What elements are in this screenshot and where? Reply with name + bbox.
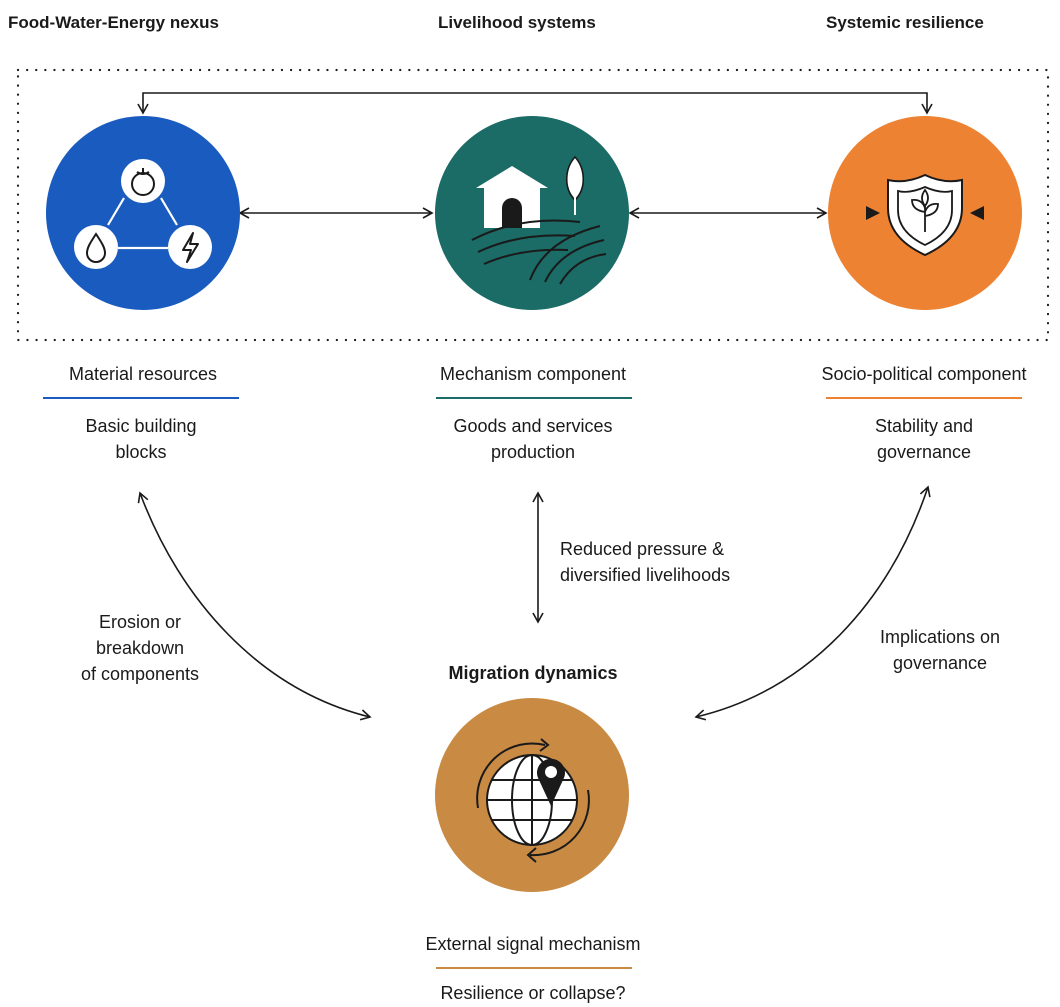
livelihood-circle — [435, 116, 629, 310]
top-connector-arrow — [137, 92, 933, 115]
resilience-circle — [828, 116, 1022, 310]
socio-rule — [826, 397, 1022, 399]
tree-icon — [565, 155, 585, 215]
lightning-icon — [168, 225, 212, 269]
left-link-line-3: of components — [80, 664, 200, 684]
socio-desc-line-2: governance — [876, 442, 972, 462]
migration-rule — [436, 967, 632, 969]
material-desc: Basic building blocks — [43, 413, 239, 465]
migration-title: Migration dynamics — [448, 663, 618, 683]
left-link-line-2: breakdown — [95, 638, 185, 658]
right-link-line-2: governance — [892, 653, 988, 673]
mechanism-title: Mechanism component — [439, 364, 627, 384]
dotted-frame — [16, 68, 1050, 342]
right-link-line-1: Implications on — [879, 627, 1001, 647]
right-curved-arrow — [694, 485, 931, 721]
material-rule — [43, 397, 239, 399]
fwe-circle — [46, 116, 240, 310]
material-title: Material resources — [68, 364, 218, 384]
center-link-line-1: Reduced pressure & — [560, 539, 725, 559]
left-link-line-1: Erosion or — [98, 612, 182, 632]
tomato-icon — [121, 159, 165, 203]
material-desc-line-1: Basic building — [85, 416, 197, 436]
socio-desc: Stability and governance — [826, 413, 1022, 465]
header-resilience: Systemic resilience — [826, 13, 984, 32]
mechanism-desc-line-2: production — [490, 442, 576, 462]
mechanism-rule — [436, 397, 632, 399]
pressure-arrow-right-icon — [970, 206, 984, 220]
header-livelihood: Livelihood systems — [438, 13, 596, 32]
cycle-arrows-icon — [476, 738, 590, 863]
water-drop-icon — [74, 225, 118, 269]
socio-title: Socio-political component — [821, 364, 1027, 384]
left-curved-arrow — [137, 491, 372, 721]
migration-signal: External signal mechanism — [425, 934, 641, 954]
mechanism-desc: Goods and services production — [400, 413, 666, 465]
pressure-arrow-left-icon — [866, 206, 880, 220]
location-pin-icon — [537, 758, 565, 806]
left-link-label: Erosion or breakdown of components — [40, 609, 240, 687]
mechanism-desc-line-1: Goods and services — [453, 416, 613, 436]
center-link-line-2: diversified livelihoods — [560, 565, 731, 585]
fwe-triangle-links — [107, 197, 178, 250]
shield-leaf-icon — [887, 173, 963, 257]
right-link-label: Implications on governance — [840, 624, 1040, 676]
center-link-label: Reduced pressure & diversified livelihoo… — [560, 536, 800, 588]
migration-circle — [435, 698, 629, 892]
migration-question: Resilience or collapse? — [440, 983, 626, 1003]
socio-desc-line-1: Stability and — [874, 416, 974, 436]
field-icon — [471, 219, 607, 285]
header-fwe: Food-Water-Energy nexus — [8, 13, 219, 32]
material-desc-line-2: blocks — [115, 442, 167, 462]
